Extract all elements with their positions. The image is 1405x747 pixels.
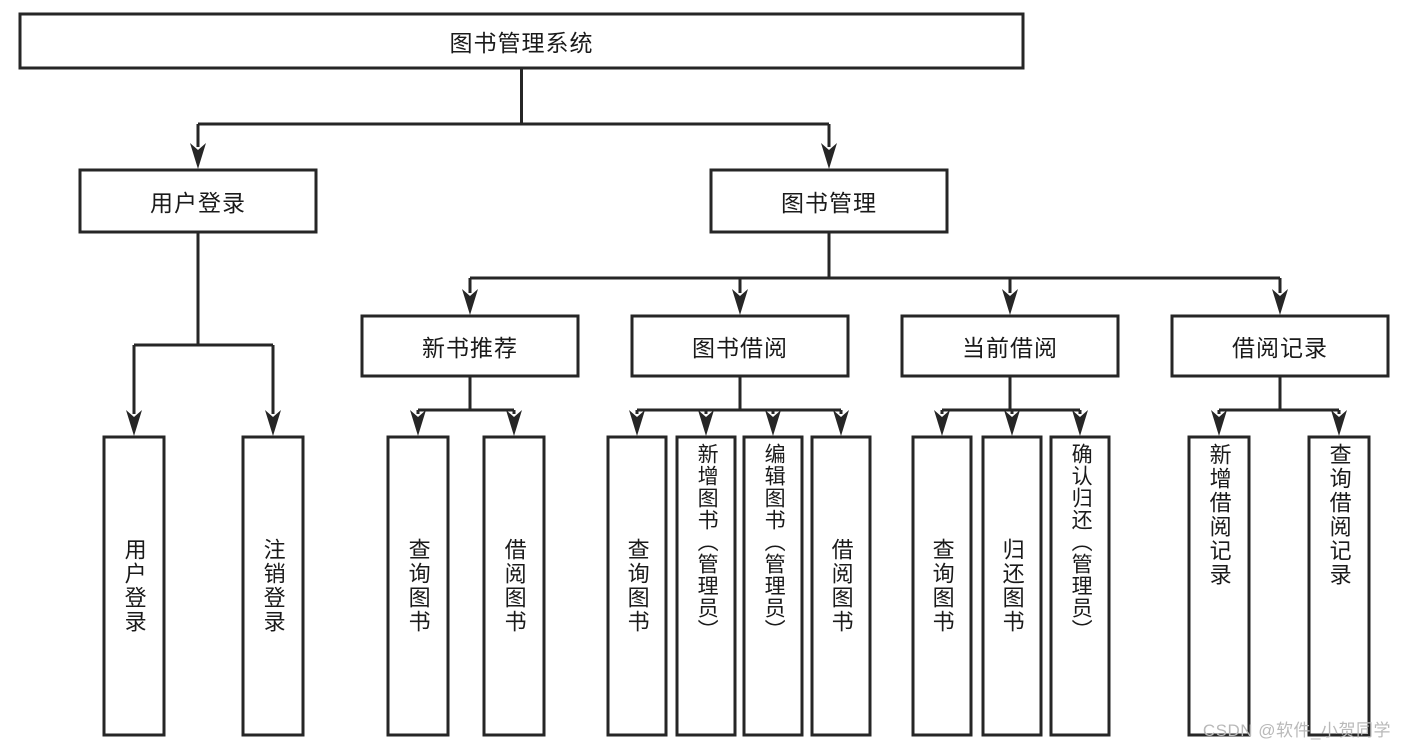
- node-box-l_rec_query[interactable]: [386, 435, 450, 737]
- arrow-head-icon: [833, 410, 849, 436]
- node-box-n_book_mgmt[interactable]: [709, 168, 949, 234]
- node-box-l_user_login[interactable]: [102, 435, 166, 737]
- node-box-l_c_query[interactable]: [911, 435, 973, 737]
- node-box-n_user_login[interactable]: [78, 168, 318, 234]
- connector-layer: [126, 68, 1347, 436]
- arrow-head-icon: [629, 410, 645, 436]
- arrow-head-icon: [462, 289, 478, 315]
- arrow-head-icon: [265, 410, 281, 436]
- arrow-head-icon: [1072, 410, 1088, 436]
- node-box-l_r_query[interactable]: [1307, 435, 1371, 737]
- arrow-head-icon: [821, 143, 837, 169]
- node-box-l_c_confirm[interactable]: [1049, 435, 1111, 737]
- arrow-head-icon: [410, 410, 426, 436]
- node-box-l_b_lend[interactable]: [810, 435, 872, 737]
- node-box-l_c_return[interactable]: [981, 435, 1043, 737]
- arrow-head-icon: [1002, 289, 1018, 315]
- arrow-head-icon: [934, 410, 950, 436]
- node-box-l_b_query[interactable]: [606, 435, 668, 737]
- arrow-head-icon: [732, 289, 748, 315]
- node-box-l_r_add[interactable]: [1187, 435, 1251, 737]
- arrow-head-icon: [1004, 410, 1020, 436]
- arrow-head-icon: [765, 410, 781, 436]
- node-box-n_record[interactable]: [1170, 314, 1390, 378]
- node-box-l_user_logout[interactable]: [241, 435, 305, 737]
- node-box-n_borrow[interactable]: [630, 314, 850, 378]
- node-box-l_rec_borrow[interactable]: [482, 435, 546, 737]
- node-box-l_b_add[interactable]: [675, 435, 737, 737]
- arrow-head-icon: [126, 410, 142, 436]
- arrow-head-icon: [1331, 410, 1347, 436]
- node-box-n_current[interactable]: [900, 314, 1120, 378]
- arrow-head-icon: [506, 410, 522, 436]
- arrow-head-icon: [190, 143, 206, 169]
- arrow-head-icon: [1211, 410, 1227, 436]
- arrow-head-icon: [1272, 289, 1288, 315]
- arrow-head-icon: [698, 410, 714, 436]
- node-box-l_b_edit[interactable]: [742, 435, 804, 737]
- node-box-root[interactable]: [18, 12, 1025, 70]
- node-box-n_new_rec[interactable]: [360, 314, 580, 378]
- node-layer: [18, 12, 1390, 737]
